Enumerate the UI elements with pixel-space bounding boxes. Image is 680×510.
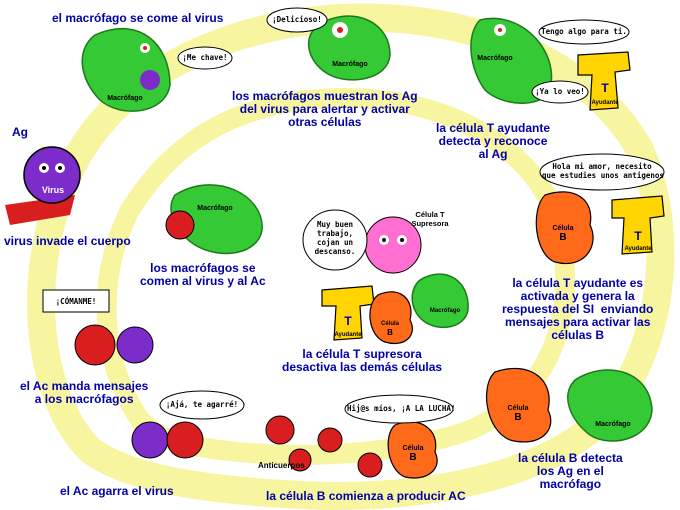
- virus-label: Virus: [42, 185, 64, 195]
- celula-label-4: Célula: [381, 321, 400, 327]
- t-suppressor-cell: [364, 216, 422, 274]
- antibody-virus-2: [74, 324, 154, 366]
- bubble-delicioso: ¡Delicioso!: [272, 15, 322, 24]
- t-helper-cell-2: T: [611, 195, 665, 255]
- b-label-4: B: [387, 328, 393, 337]
- macrofago-label-3: Macrófago: [477, 55, 512, 62]
- svg-text:T: T: [634, 229, 642, 243]
- macrophage-cell-1: [81, 28, 171, 112]
- caption-t-helper-detects: la célula T ayudante detecta y reconoce …: [436, 121, 551, 161]
- b-cell-1: B: [535, 191, 594, 265]
- anticuerpos-label: Anticuerpos: [258, 461, 305, 470]
- antibody-virus-1: [131, 421, 204, 459]
- caption-b-cell-produces: la célula B comienza a producir AC: [266, 489, 466, 503]
- b-cell-center: [369, 291, 413, 344]
- macrofago-label-2: Macrófago: [332, 61, 367, 68]
- caption-ag: Ag: [12, 125, 28, 139]
- macrofago-label-1: Macrófago: [107, 95, 142, 102]
- caption-virus-invades: virus invade el cuerpo: [4, 234, 131, 248]
- svg-text:B: B: [559, 232, 566, 243]
- caption-b-cell-detects: la célula B detecta los Ag en el macrófa…: [518, 451, 623, 491]
- caption-antibody-grabs: el Ac agarra el virus: [60, 484, 174, 498]
- caption-antibody-signals: el Ac manda mensajes a los macrófagos: [20, 379, 149, 406]
- macrophage-cell-center: [411, 273, 469, 329]
- ayudante-label-1: Ayudante: [591, 100, 619, 106]
- ayudante-label-3: Ayudante: [334, 332, 362, 338]
- bubble-me-chavo: ¡Me chave!: [182, 53, 228, 62]
- caption-t-helper-activated: la célula T ayudante es activada y gener…: [502, 276, 654, 342]
- macrophage-cell-4: [567, 369, 653, 442]
- b-cell-2: B: [486, 367, 552, 443]
- svg-text:B: B: [409, 452, 416, 463]
- macrofago-label-4: Macrófago: [197, 205, 232, 212]
- celula-label-3: Célula: [402, 445, 423, 452]
- bubble-muy-buen: Muy buen trabajo, cojan un descanso.: [314, 220, 356, 256]
- b-cell-3: B: [387, 421, 438, 479]
- celula-label-2: Célula: [507, 405, 528, 412]
- caption-t-suppressor: la célula T supresora desactiva las demá…: [282, 347, 443, 374]
- caption-macrophages-eat-both: los macrófagos se comen al virus y al Ac: [140, 261, 266, 288]
- bubble-aja: ¡Ajá, te agarré!: [165, 400, 239, 409]
- macrofago-label-6: Macrófago: [430, 308, 461, 314]
- ayudante-label-2: Ayudante: [624, 246, 652, 252]
- macrofago-label-5: Macrófago: [595, 421, 630, 428]
- antibodies-group: Anticuerpos: [258, 415, 383, 478]
- macrophage-cell-5: [165, 184, 263, 255]
- svg-text:T: T: [344, 314, 352, 328]
- macrophage-cell-2: [307, 15, 391, 81]
- bubble-ya-lo-veo: ¡Ya lo veo!: [535, 87, 585, 96]
- macrophage-cell-3: [470, 17, 553, 104]
- svg-text:B: B: [514, 412, 521, 423]
- svg-text:T: T: [601, 81, 609, 95]
- t-helper-cell-1: T: [577, 51, 631, 111]
- bubble-hola-mi-amor: Hola mi amor, necesito que estudies unos…: [542, 162, 664, 180]
- caption-macrophage-eats: el macrófago se come al virus: [52, 11, 224, 25]
- caption-macrophages-show: los macrófagos muestran los Ag del virus…: [232, 89, 418, 129]
- bubble-hijos: Hij@s míos, ¡A LA LUCHA!: [347, 404, 456, 413]
- bubble-tengo-algo: Tengo algo para ti.: [541, 27, 627, 36]
- t-cell-center: T: [321, 285, 375, 341]
- bubble-shapes: [42, 7, 665, 424]
- bubble-comanme: ¡CÓMANME!: [55, 297, 97, 306]
- virus-cell: Virus: [5, 146, 81, 225]
- celula-label-1: Célula: [552, 225, 573, 232]
- label-celula-t-supresora: Célula T Supresora: [411, 210, 449, 228]
